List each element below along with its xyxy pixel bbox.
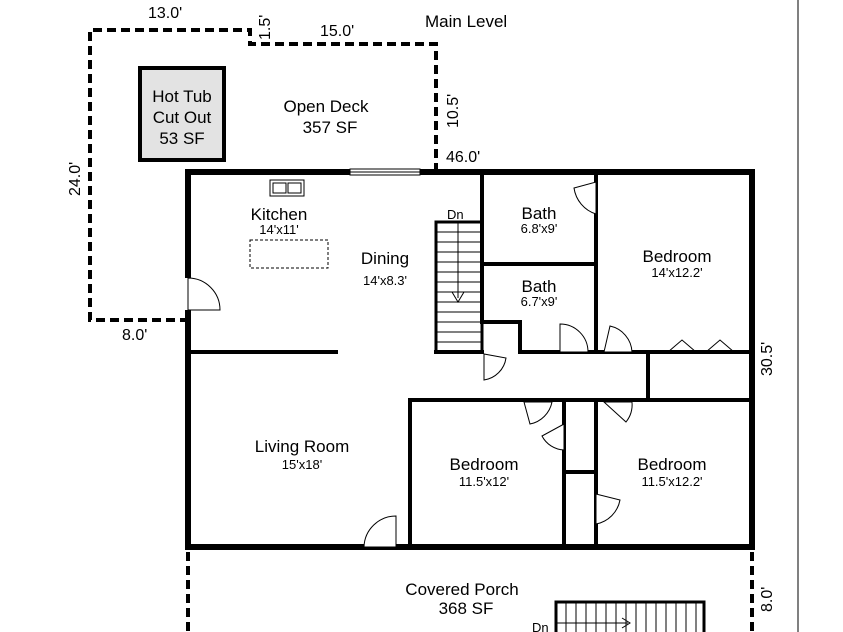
exterior-walls (185, 169, 755, 550)
dim-porch-right: 8.0' (759, 587, 776, 612)
dim-top-left: 13.0' (148, 5, 182, 22)
dim-top-right: 15.0' (320, 23, 354, 40)
porch-area: 368 SF (439, 599, 494, 618)
dim-deck-bottom: 8.0' (122, 327, 147, 344)
bedroom2-name: Bedroom (450, 455, 519, 474)
open-deck-name: Open Deck (283, 97, 369, 116)
bath1-name: Bath (522, 204, 557, 223)
dim-house-right: 30.5' (759, 342, 776, 376)
open-deck-area: 357 SF (303, 118, 358, 137)
page-title: Main Level (425, 12, 507, 31)
living-room-name: Living Room (255, 437, 350, 456)
door-front (363, 515, 397, 548)
main-stairs (434, 220, 484, 354)
deck-outline (88, 28, 438, 322)
dim-deck-left: 24.0' (67, 162, 84, 196)
hot-tub-line1: Hot Tub (152, 87, 212, 106)
living-room-size: 15'x18' (282, 457, 322, 472)
sink-icon (269, 179, 305, 197)
dining-size: 14'x8.3' (363, 273, 407, 288)
hot-tub-area: 53 SF (159, 129, 204, 148)
door-bedroom2 (523, 401, 553, 425)
bath2-size: 6.7'x9' (521, 294, 558, 309)
porch-stairs (554, 600, 706, 632)
porch-stairs-label: Dn (532, 620, 549, 632)
door-bath2 (559, 323, 589, 353)
hot-tub-line2: Cut Out (153, 108, 212, 127)
closet-bifold-doors (667, 339, 735, 353)
door-closet (595, 493, 621, 525)
bath2-name: Bath (522, 277, 557, 296)
hot-tub-cutout (138, 66, 226, 162)
dim-house-top: 46.0' (446, 149, 480, 166)
kitchen-island (249, 239, 329, 269)
kitchen-name: Kitchen (251, 205, 308, 224)
bath1-size: 6.8'x9' (521, 221, 558, 236)
door-bedroom2b (541, 423, 565, 451)
bedroom1-size: 14'x12.2' (651, 265, 702, 280)
dining-name: Dining (361, 249, 409, 268)
door-stair (483, 353, 507, 381)
kitchen-size: 14'x11' (259, 222, 298, 237)
deck-door-swing (187, 277, 221, 311)
bedroom3-name: Bedroom (638, 455, 707, 474)
door-bedroom3 (602, 401, 633, 423)
door-bath1 (573, 181, 597, 215)
dim-deck-right: 10.5' (445, 94, 462, 128)
porch-name: Covered Porch (405, 580, 518, 599)
door-bedroom1 (603, 325, 633, 353)
bedroom1-name: Bedroom (643, 247, 712, 266)
bedroom3-size: 11.5'x12.2' (641, 474, 702, 489)
main-stairs-label: Dn (447, 207, 464, 222)
bedroom2-size: 11.5'x12' (459, 474, 509, 489)
dim-notch: 1.5' (257, 15, 274, 40)
